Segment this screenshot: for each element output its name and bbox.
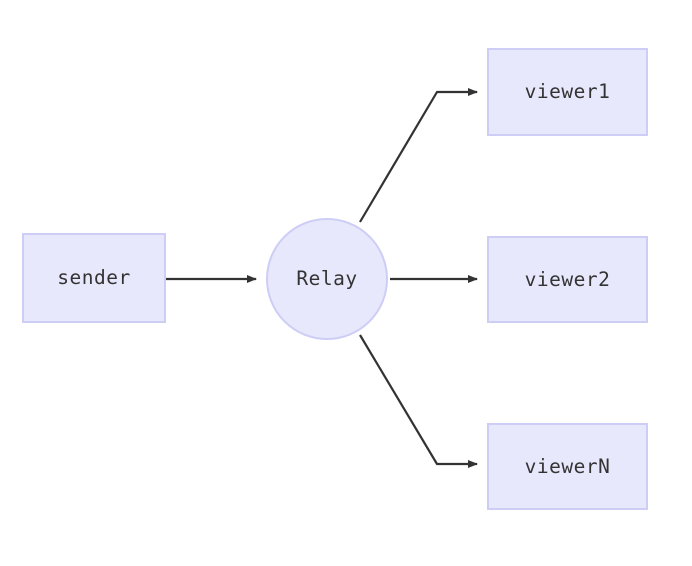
node-viewerN-label: viewerN bbox=[524, 454, 611, 478]
node-relay-label: Relay bbox=[296, 267, 358, 291]
node-viewer1-label: viewer1 bbox=[524, 80, 611, 104]
node-sender[interactable]: sender bbox=[22, 233, 166, 323]
node-viewer2[interactable]: viewer2 bbox=[487, 236, 648, 323]
node-sender-label: sender bbox=[57, 266, 131, 290]
node-relay[interactable]: Relay bbox=[266, 218, 388, 340]
node-viewer1[interactable]: viewer1 bbox=[487, 48, 648, 136]
edge-relay-to-viewerN bbox=[359, 334, 478, 468]
edge-relay-to-viewer1 bbox=[359, 88, 478, 223]
node-viewer2-label: viewer2 bbox=[524, 267, 611, 291]
node-viewerN[interactable]: viewerN bbox=[487, 423, 648, 510]
